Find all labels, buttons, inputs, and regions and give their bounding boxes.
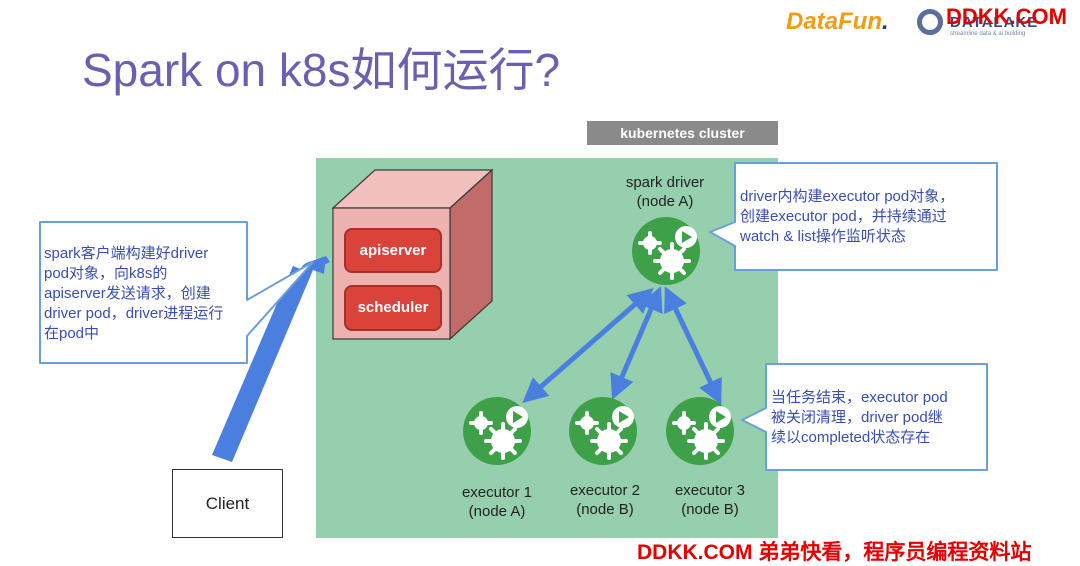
callout-client-text: spark客户端构建好driver pod对象，向k8s的 apiserver发… [44, 245, 224, 342]
executor3-label: executor 3 (node B) [674, 482, 746, 518]
datalake-logo-icon [917, 9, 943, 35]
datalake-logo-tagline: streamline data & ai building [950, 31, 1026, 37]
driver-label: spark driver (node A) [625, 174, 705, 210]
apiserver-block: apiserver [344, 228, 442, 273]
cluster-label: kubernetes cluster [587, 121, 778, 145]
callout-executor-shape [741, 363, 988, 471]
callout-driver-text: driver内构建executor pod对象， 创建executor pod，… [740, 188, 955, 245]
watermark-bottom: DDKK.COM 弟弟快看，程序员编程资料站 [637, 541, 1032, 564]
driver-pod-icon [630, 215, 702, 287]
client-box: Client [172, 469, 283, 538]
watermark-top: DDKK.COM [946, 4, 1067, 29]
callout-executor-text: 当任务结束，executor pod 被关闭清理，driver pod继 续以c… [771, 389, 948, 446]
scheduler-block: scheduler [344, 285, 442, 331]
executor1-label: executor 1 (node A) [461, 484, 533, 520]
executor2-label: executor 2 (node B) [569, 482, 641, 518]
datalake-logo: DATALAKE [950, 14, 1039, 31]
executor1-pod-icon [461, 395, 533, 467]
datafun-logo: DataFun. [786, 8, 889, 35]
arrow-driver-executor1 [522, 288, 654, 403]
callout-driver-shape [709, 162, 998, 271]
arrow-driver-executor3 [664, 286, 722, 405]
arrow-driver-executor2 [610, 286, 663, 400]
callout-client-shape [39, 221, 314, 364]
executor3-pod-icon [664, 395, 736, 467]
spark-submit-arrow [212, 256, 330, 462]
executor2-pod-icon [567, 395, 639, 467]
page-title: Spark on k8s如何运行? [82, 44, 561, 96]
